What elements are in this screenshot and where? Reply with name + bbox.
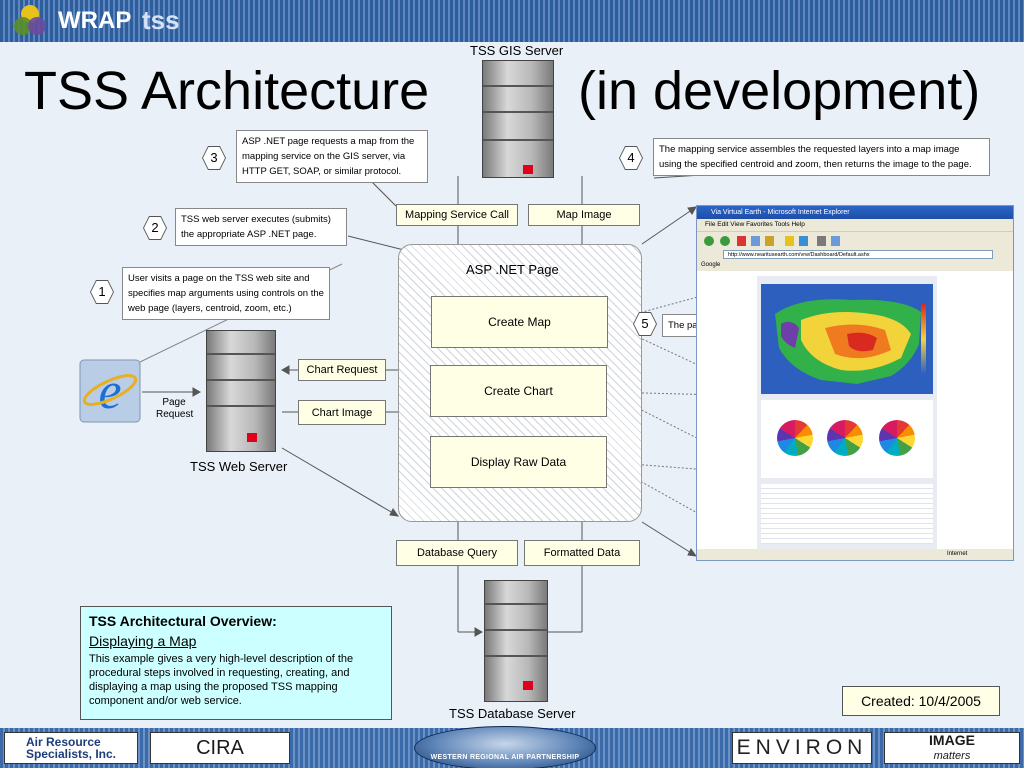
step-3-number: 3 xyxy=(203,147,225,169)
environ-text: ENVIRON xyxy=(736,736,868,759)
step-1-note: User visits a page on the TSS web site a… xyxy=(122,267,330,320)
footer-logos: Air Resource Specialists, Inc. CIRA WEST… xyxy=(0,726,1024,768)
mapping-service-call-label: Mapping Service Call xyxy=(405,209,509,221)
chart-image-label: Chart Image xyxy=(311,406,373,419)
overview-title: TSS Architectural Overview: xyxy=(89,613,277,629)
pie-chart-1 xyxy=(777,420,813,456)
pie-charts-panel xyxy=(761,400,933,478)
svg-text:e: e xyxy=(98,363,121,420)
page-request-line1: Page xyxy=(162,397,186,408)
display-raw-data-box[interactable]: Display Raw Data xyxy=(430,436,607,488)
create-map-label: Create Map xyxy=(488,315,551,329)
aspnet-page-title: ASP .NET Page xyxy=(466,262,559,277)
header-bar: WRAP tss xyxy=(0,0,1024,42)
image-line1: IMAGE xyxy=(929,732,975,748)
step-2-marker: 2 xyxy=(143,216,167,240)
step-4-number: 4 xyxy=(620,147,642,169)
overview-text: This example gives a very high-level des… xyxy=(89,653,354,707)
step-1-marker: 1 xyxy=(90,280,114,304)
step-2-number: 2 xyxy=(144,217,166,239)
create-chart-box[interactable]: Create Chart xyxy=(430,365,607,417)
page-title-suffix: (in development) xyxy=(578,61,981,121)
step-5-number: 5 xyxy=(634,313,656,335)
browser-address-field[interactable]: http://www.nearitusearth.com/vrw/Dashboa… xyxy=(723,250,993,259)
step-4-note: The mapping service assembles the reques… xyxy=(653,138,990,176)
database-query-label: Database Query xyxy=(416,547,498,559)
gis-server-label: TSS GIS Server xyxy=(470,43,564,58)
pie-chart-3 xyxy=(879,420,915,456)
ars-line1: Air Resource xyxy=(25,735,101,749)
raw-data-table-panel xyxy=(761,484,933,544)
web-server-label: TSS Web Server xyxy=(190,459,288,474)
chart-request-box: Chart Request xyxy=(298,359,386,381)
environ-logo: ENVIRON xyxy=(732,732,872,764)
pie-chart-2 xyxy=(827,420,863,456)
formatted-data-label: Formatted Data xyxy=(543,547,621,559)
step-1-number: 1 xyxy=(91,281,113,303)
step-4-marker: 4 xyxy=(619,146,643,170)
step-3-note: ASP .NET page requests a map from the ma… xyxy=(236,130,428,183)
browser-address-bar: http://www.nearitusearth.com/vrw/Dashboa… xyxy=(697,249,1013,260)
database-query-box: Database Query xyxy=(396,540,518,566)
browser-google-toolbar: Google xyxy=(697,260,1013,271)
map-image-panel xyxy=(761,284,933,394)
browser-status-bar: Internet xyxy=(697,549,1013,560)
created-date: Created: 10/4/2005 xyxy=(842,686,1000,716)
ars-line2: Specialists, Inc. xyxy=(25,747,117,761)
browser-toolbar-icons xyxy=(704,236,840,246)
step-2-note: TSS web server executes (submits) the ap… xyxy=(175,208,347,246)
overview-subtitle: Displaying a Map xyxy=(89,633,197,649)
image-matters-logo: IMAGE matters xyxy=(884,732,1020,764)
map-image-box: Map Image xyxy=(528,204,640,226)
page-request-label: Page Request xyxy=(156,397,194,421)
cira-text: CIRA xyxy=(196,736,244,759)
database-server-label: TSS Database Server xyxy=(449,706,576,721)
display-raw-data-label: Display Raw Data xyxy=(470,455,567,469)
browser-window: Via Virtual Earth - Microsoft Internet E… xyxy=(696,205,1014,561)
image-line2: matters xyxy=(933,750,971,762)
chart-request-label: Chart Request xyxy=(306,364,378,376)
page-request-line2: Request xyxy=(156,409,194,420)
wrap-logo-icon xyxy=(14,5,46,35)
us-map-image xyxy=(761,284,933,394)
step-5-marker: 5 xyxy=(633,312,657,336)
brand-wrap: WRAP xyxy=(58,7,132,34)
create-chart-label: Create Chart xyxy=(484,384,553,398)
create-map-box[interactable]: Create Map xyxy=(431,296,608,348)
brand-tss: tss xyxy=(142,5,180,35)
formatted-data-box: Formatted Data xyxy=(524,540,640,566)
internet-explorer-icon: e xyxy=(79,359,141,423)
chart-image-box: Chart Image xyxy=(298,400,386,425)
browser-title-bar: Via Virtual Earth - Microsoft Internet E… xyxy=(697,206,1013,219)
air-resource-specialists-logo: Air Resource Specialists, Inc. xyxy=(4,732,138,764)
browser-menu-bar: File Edit View Favorites Tools Help xyxy=(697,219,1013,231)
mapping-service-call-box: Mapping Service Call xyxy=(396,204,518,226)
wrap-partnership-logo: WESTERN REGIONAL AIR PARTNERSHIP xyxy=(414,726,596,768)
wrap-partnership-text: WESTERN REGIONAL AIR PARTNERSHIP xyxy=(430,754,580,761)
map-image-label: Map Image xyxy=(556,209,612,221)
browser-page-content xyxy=(757,276,937,550)
step-3-marker: 3 xyxy=(202,146,226,170)
overview-box: TSS Architectural Overview: Displaying a… xyxy=(80,606,392,720)
page-title: TSS Architecture xyxy=(24,61,430,121)
browser-toolbar xyxy=(697,231,1013,249)
cira-logo: CIRA xyxy=(150,732,290,764)
